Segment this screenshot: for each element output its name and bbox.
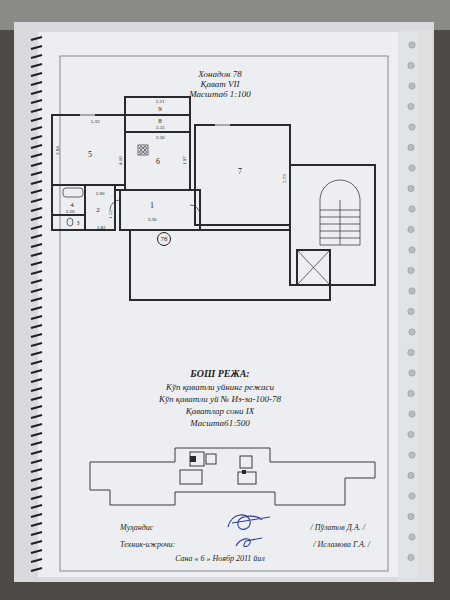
dimension-label: 1.82 <box>97 225 106 230</box>
title-text: Масштаб 1:100 <box>189 90 251 99</box>
apartment-number-circle: 78 <box>157 232 171 246</box>
dimension-label: 9 <box>158 106 162 113</box>
title-text: Масштаб1:500 <box>190 419 249 428</box>
dimension-label: 5 <box>88 151 92 159</box>
dimension-label: 5.33 <box>91 119 100 124</box>
dimension-label: 5.73 <box>282 174 287 183</box>
dimension-label: 2.00 <box>96 191 105 196</box>
title-text: Кўп қаватли уй № Из-за-100-78 <box>159 395 281 404</box>
dimension-label: 8 <box>158 118 162 125</box>
title-text: / Исламова Г.А. / <box>313 541 370 549</box>
dimension-label: 1 <box>150 202 154 210</box>
dimension-label: 3 <box>77 220 80 226</box>
dimension-label: 4 <box>70 202 74 209</box>
dimension-label: 1.52 <box>108 210 113 219</box>
title-text: Техник-ижрочи: <box>120 541 175 549</box>
dimension-label: 1.97 <box>182 156 187 165</box>
title-text: Хонадон 78 <box>198 70 242 79</box>
dimension-label: 4.10 <box>118 156 123 165</box>
title-text: БОШ РЕЖА: <box>190 369 249 379</box>
dimension-label: 7 <box>238 168 242 176</box>
title-text: Муҳандис <box>120 524 153 532</box>
title-text: Қаватлар сони IX <box>186 407 255 416</box>
dimension-label: 3.30 <box>148 217 157 222</box>
title-text: Қават VII <box>200 80 239 89</box>
title-text: Кўп қаватли уйнинг режаси <box>166 383 274 392</box>
apartment-number: 78 <box>161 236 168 243</box>
dimension-label: 3.84 <box>55 146 60 155</box>
dimension-label: 2.21 <box>156 99 165 104</box>
dimension-label: 2 <box>96 207 100 214</box>
dimension-label: 2.20 <box>66 209 75 214</box>
dimension-label: 3.30 <box>156 135 165 140</box>
title-text: / Пўлатов Д.А. / <box>310 524 365 532</box>
dimension-label: 3.33 <box>156 125 165 130</box>
dimension-label: 6 <box>156 158 160 166</box>
title-text: Сана « 6 » Ноябр 2011 йил <box>175 555 265 563</box>
